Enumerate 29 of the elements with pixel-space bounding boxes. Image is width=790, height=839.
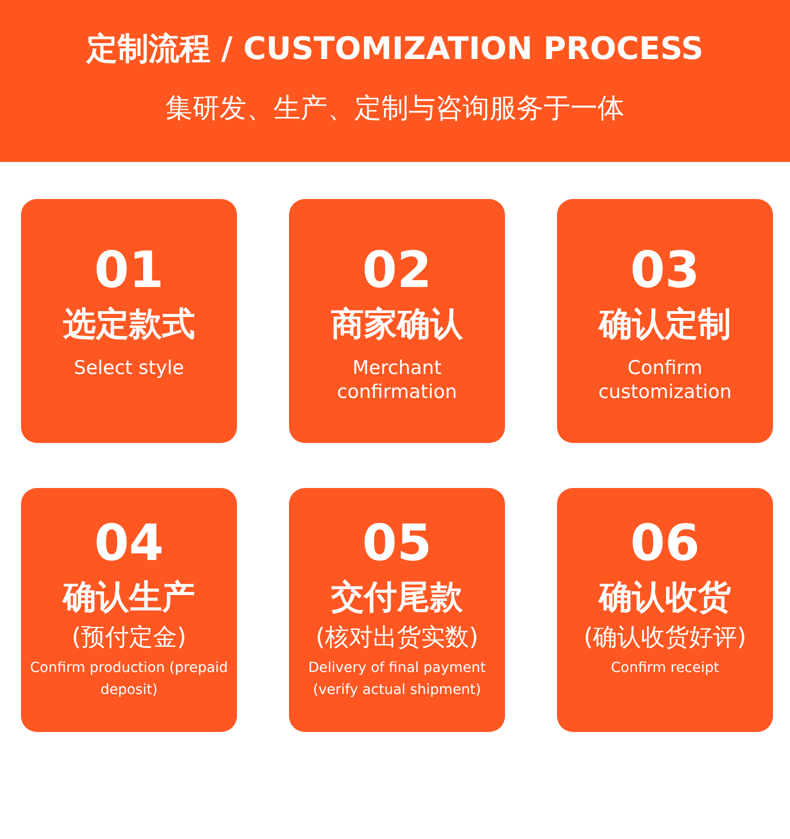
step-card	[557, 488, 773, 732]
step-title: 确认生产	[63, 580, 195, 613]
step-card	[21, 488, 237, 732]
step-title: 确认收货	[599, 580, 731, 613]
step-title: 交付尾款	[331, 580, 463, 613]
step-number: 03	[630, 245, 700, 295]
step-card	[289, 488, 505, 732]
step-number: 05	[362, 518, 432, 568]
step-card	[557, 199, 773, 443]
step-number: 06	[630, 518, 700, 568]
step-description: Confirm production (prepaid deposit)	[29, 659, 229, 700]
step-description: Confirm customization	[597, 356, 733, 404]
step-description: Confirm receipt	[610, 659, 720, 678]
step-note: (预付定金)	[72, 625, 186, 649]
step-card	[21, 199, 237, 443]
step-note: (确认收货好评)	[584, 625, 746, 649]
step-description: Delivery of final payment (verify actual shipment)	[307, 659, 487, 700]
title: 定制流程 / CUSTOMIZATION PROCESS	[86, 34, 704, 65]
step-description: Select style	[72, 356, 186, 380]
step-description: Merchant confirmation	[336, 356, 458, 404]
step-title: 选定款式	[63, 307, 195, 340]
step-title: 商家确认	[331, 307, 463, 340]
step-card	[289, 199, 505, 443]
step-number: 02	[362, 245, 432, 295]
step-title: 确认定制	[599, 307, 731, 340]
step-number: 01	[94, 245, 164, 295]
step-number: 04	[94, 518, 164, 568]
step-note: (核对出货实数)	[316, 625, 478, 649]
subtitle: 集研发、生产、定制与咨询服务于一体	[166, 95, 624, 122]
